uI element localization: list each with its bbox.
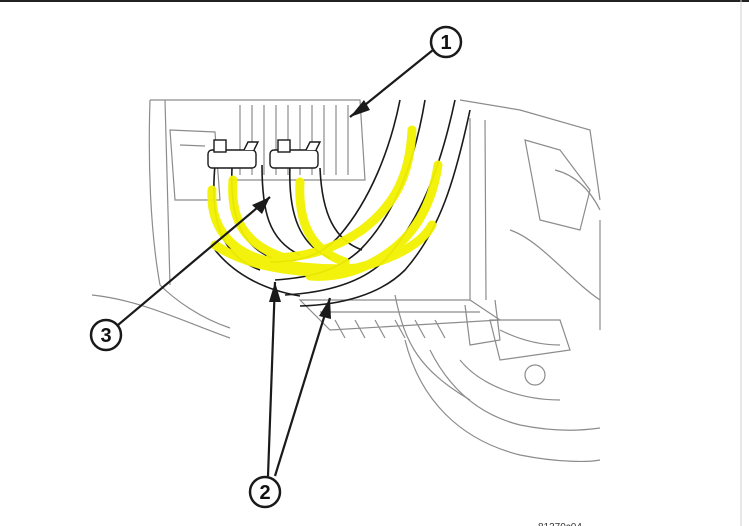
callout-1-label: 1 xyxy=(440,32,451,54)
callout-3-label: 3 xyxy=(100,325,111,347)
callout-1-circle xyxy=(429,25,463,59)
vehicle-structure xyxy=(91,99,601,463)
highlight-marks xyxy=(207,125,443,281)
hose-clamps xyxy=(207,139,322,169)
callout-2: 2 xyxy=(248,281,332,509)
callout-3: 3 xyxy=(89,196,271,352)
callout-2-circle xyxy=(248,475,282,509)
callout-2-label: 2 xyxy=(259,482,270,504)
callout-1: 1 xyxy=(349,25,463,118)
figure-number: 81370c04 xyxy=(538,522,582,526)
callout-3-circle xyxy=(89,318,123,352)
